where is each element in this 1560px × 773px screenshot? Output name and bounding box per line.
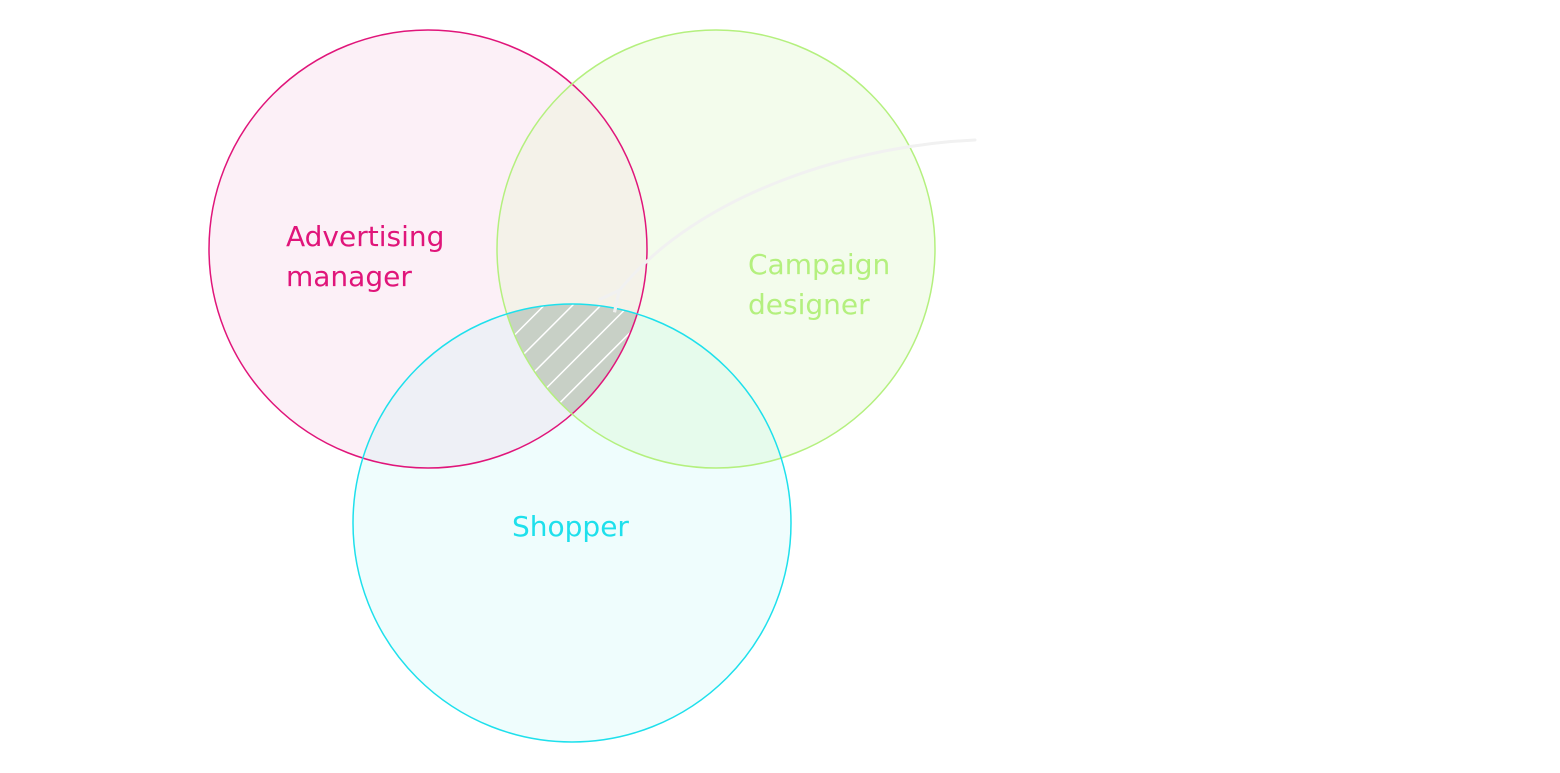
label-campaign-line-1: Campaign xyxy=(748,248,890,281)
label-advertising-line-1: Advertising xyxy=(286,220,444,253)
annotation-line-3: all audiences xyxy=(982,181,1206,221)
label-campaign-line-2: designer xyxy=(748,288,870,321)
annotation-line-1: Needed a holistic xyxy=(982,85,1276,125)
overlap-advertising-shopper-fill xyxy=(353,304,647,468)
overlap-advertising-shopper xyxy=(353,304,647,468)
overlap-campaign-shopper-fill xyxy=(497,304,791,468)
label-advertising-line-2: manager xyxy=(286,260,412,293)
annotation-line-2: strategy that served xyxy=(982,133,1330,173)
set-circle-campaign-outline xyxy=(496,29,936,469)
overlap-campaign-shopper xyxy=(497,304,791,468)
set-circle-shopper-outline xyxy=(352,303,792,743)
set-circle-advertising-outline xyxy=(208,29,648,469)
annotation-arrow xyxy=(618,138,977,292)
label-shopper: Shopper xyxy=(512,510,629,543)
